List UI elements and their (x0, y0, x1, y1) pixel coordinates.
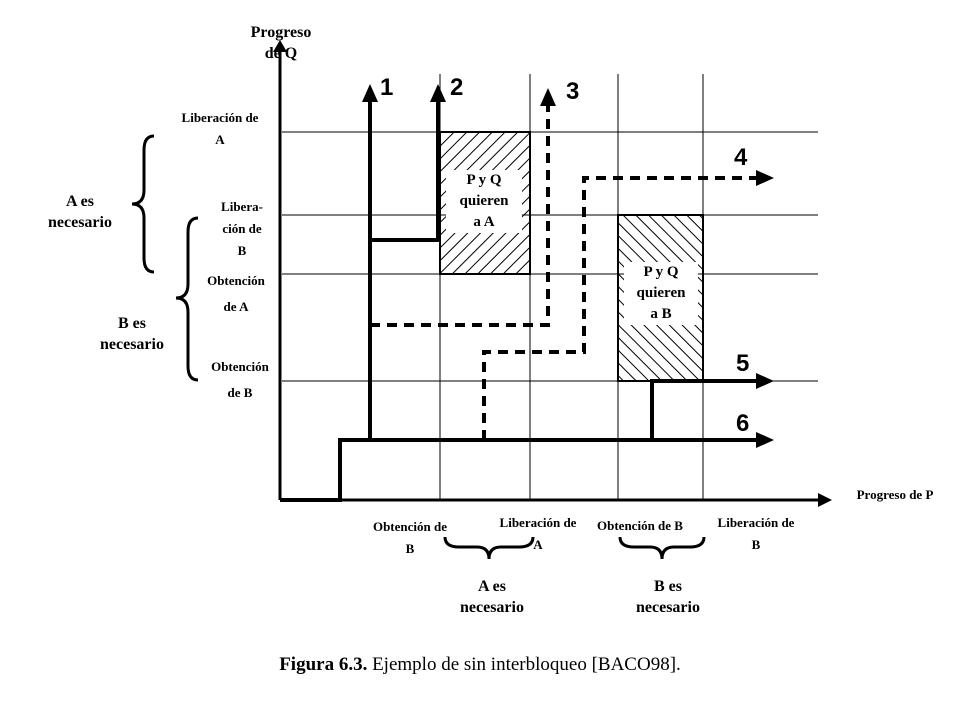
path-2-number: 2 (450, 74, 464, 101)
y-axis-title: Progreso de Q (250, 24, 312, 62)
x-label-get-a: Obtención de B (597, 518, 683, 533)
y-axis-arrow (273, 40, 287, 52)
bottom-brace-b (618, 536, 706, 560)
path-6 (340, 432, 774, 448)
path-4-number: 4 (734, 144, 748, 171)
path-1-number: 1 (380, 74, 394, 101)
path-3-number: 3 (566, 78, 580, 105)
path-3 (370, 88, 556, 327)
region-a-label: P y Q quieren a A (446, 170, 522, 233)
y-label-get-b: Obtención de B (211, 359, 269, 400)
axes (273, 40, 832, 507)
x-axis-title: Progreso de P (856, 487, 934, 502)
left-brace-a-label: A es necesario (48, 193, 112, 231)
x-label-rel-b: Liberación de B (717, 515, 795, 552)
path-5 (650, 373, 774, 440)
left-brace-b-label: B es necesario (100, 315, 164, 353)
region-b-label: P y Q quieren a B (624, 262, 698, 325)
x-label-rel-a: Liberación de A (499, 515, 577, 552)
x-axis-arrow (818, 493, 832, 507)
path-6-number: 6 (736, 410, 750, 437)
path-2 (370, 84, 446, 242)
bottom-brace-a-label: A es necesario (460, 578, 524, 616)
figure-caption: Figura 6.3. Ejemplo de sin interbloqueo … (0, 654, 960, 676)
path-1 (280, 84, 378, 502)
y-label-rel-b: Libera- ción de B (221, 199, 263, 258)
y-label-rel-a: Liberación de A (181, 110, 259, 147)
caption-prefix: Figura 6.3. (279, 654, 368, 675)
bottom-brace-a (443, 536, 535, 560)
path-4 (482, 170, 774, 440)
left-brace-a (131, 134, 155, 274)
y-label-get-a: Obtención de A (207, 273, 265, 314)
path-5-number: 5 (736, 350, 750, 377)
left-brace-b (175, 216, 199, 382)
caption-text: Ejemplo de sin interbloqueo [BACO98]. (372, 654, 681, 675)
x-label-get-b: Obtención de B (372, 519, 448, 556)
bottom-brace-b-label: B es necesario (636, 578, 700, 616)
